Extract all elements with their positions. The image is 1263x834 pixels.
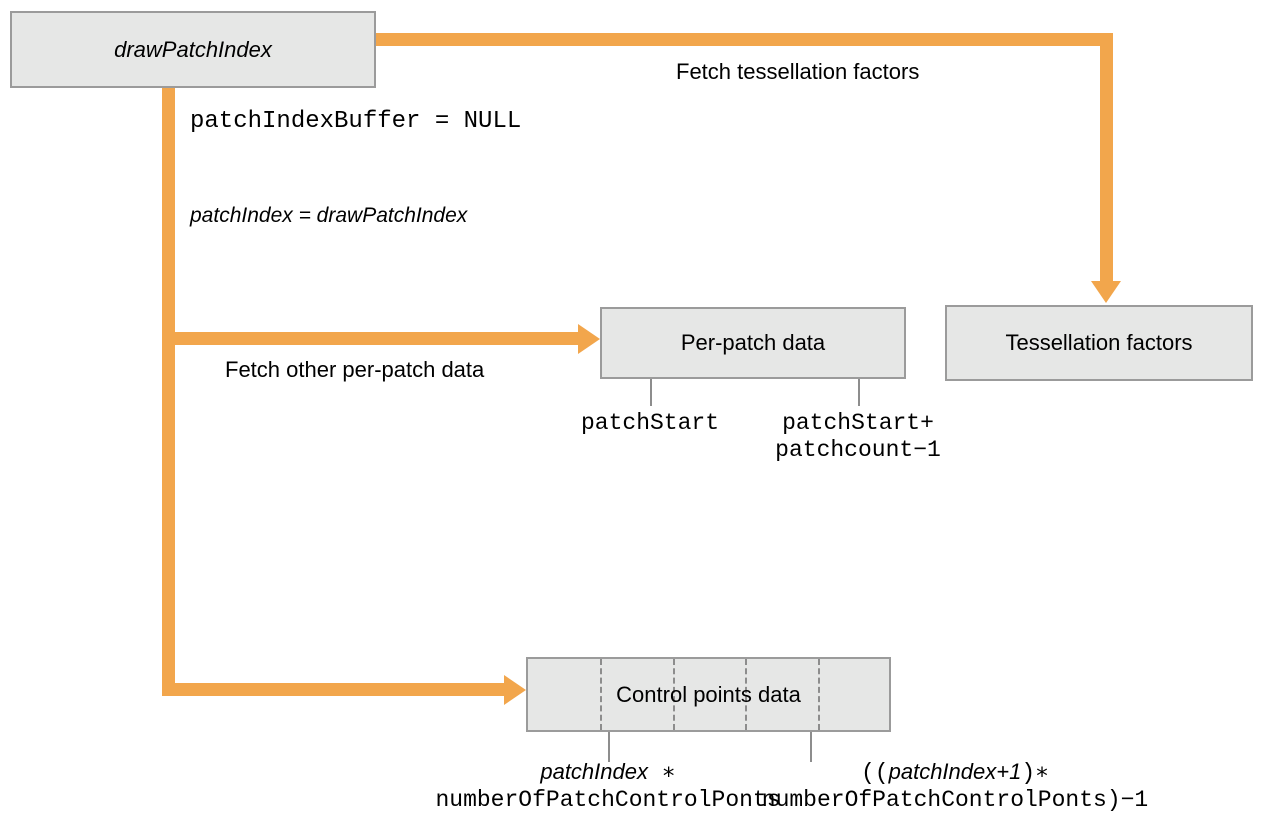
node-control-points-data[interactable]: Control points data bbox=[526, 657, 891, 732]
connector-trunk-vertical bbox=[162, 87, 175, 696]
range-label-per-patch-start: patchStart bbox=[550, 410, 750, 437]
edge-label-fetch-other-per-patch-data: Fetch other per-patch data bbox=[225, 357, 485, 382]
range-label-control-points-start-italic: patchIndex bbox=[540, 759, 648, 784]
edge-label-fetch-tessellation-factors: Fetch tessellation factors bbox=[676, 59, 920, 84]
connector-tessellation-horizontal bbox=[375, 33, 1113, 46]
cell-divider-3 bbox=[745, 659, 747, 730]
tick-control-points-end bbox=[810, 732, 812, 762]
node-per-patch-data[interactable]: Per-patch data bbox=[600, 307, 906, 379]
cell-divider-2 bbox=[673, 659, 675, 730]
connector-tessellation-vertical bbox=[1100, 33, 1113, 283]
range-label-per-patch-end-line1: patchStart+ bbox=[782, 410, 934, 436]
range-label-control-points-end: ((patchIndex+1)∗ numberOfPatchControlPon… bbox=[655, 759, 1255, 814]
range-label-control-points-end-italic: patchIndex+1 bbox=[888, 759, 1022, 784]
cell-divider-4 bbox=[818, 659, 820, 730]
cell-divider-1 bbox=[600, 659, 602, 730]
tick-control-points-start bbox=[608, 732, 610, 762]
arrowhead-controlpoints bbox=[504, 675, 526, 705]
node-draw-patch-index[interactable]: drawPatchIndex bbox=[10, 11, 376, 88]
connector-perpatch-horizontal bbox=[162, 332, 580, 345]
annotation-patch-index-assignment: patchIndex = drawPatchIndex bbox=[190, 204, 468, 227]
node-draw-patch-index-label: drawPatchIndex bbox=[114, 36, 272, 62]
range-label-control-points-end-line2: numberOfPatchControlPonts)−1 bbox=[761, 786, 1149, 813]
range-label-per-patch-end-line2: patchcount−1 bbox=[775, 436, 941, 463]
range-label-control-points-end-suffix: )∗ bbox=[1021, 760, 1049, 786]
tick-per-patch-end bbox=[858, 379, 860, 406]
range-label-control-points-start: patchIndex ∗ numberOfPatchControlPonts bbox=[308, 759, 908, 814]
range-label-control-points-end-prefix: (( bbox=[861, 760, 889, 786]
annotation-patch-index-buffer: patchIndexBuffer = NULL bbox=[190, 108, 522, 135]
connector-controlpoints-horizontal bbox=[162, 683, 506, 696]
node-tessellation-factors-label: Tessellation factors bbox=[1005, 330, 1193, 355]
range-label-control-points-start-line1: patchIndex ∗ bbox=[308, 759, 908, 787]
tick-per-patch-start bbox=[650, 379, 652, 406]
range-label-per-patch-start-line1: patchStart bbox=[580, 410, 720, 436]
arrowhead-perpatch bbox=[578, 324, 600, 354]
node-tessellation-factors[interactable]: Tessellation factors bbox=[945, 305, 1253, 381]
range-label-control-points-end-line1: ((patchIndex+1)∗ bbox=[655, 759, 1255, 787]
range-label-control-points-start-line2: numberOfPatchControlPonts bbox=[435, 786, 781, 813]
range-label-control-points-start-operator: ∗ bbox=[647, 760, 676, 786]
range-label-per-patch-end: patchStart+ patchcount−1 bbox=[758, 410, 958, 464]
node-control-points-data-label: Control points data bbox=[616, 681, 801, 707]
node-per-patch-data-label: Per-patch data bbox=[680, 330, 826, 355]
arrowhead-tessellation bbox=[1091, 281, 1121, 303]
